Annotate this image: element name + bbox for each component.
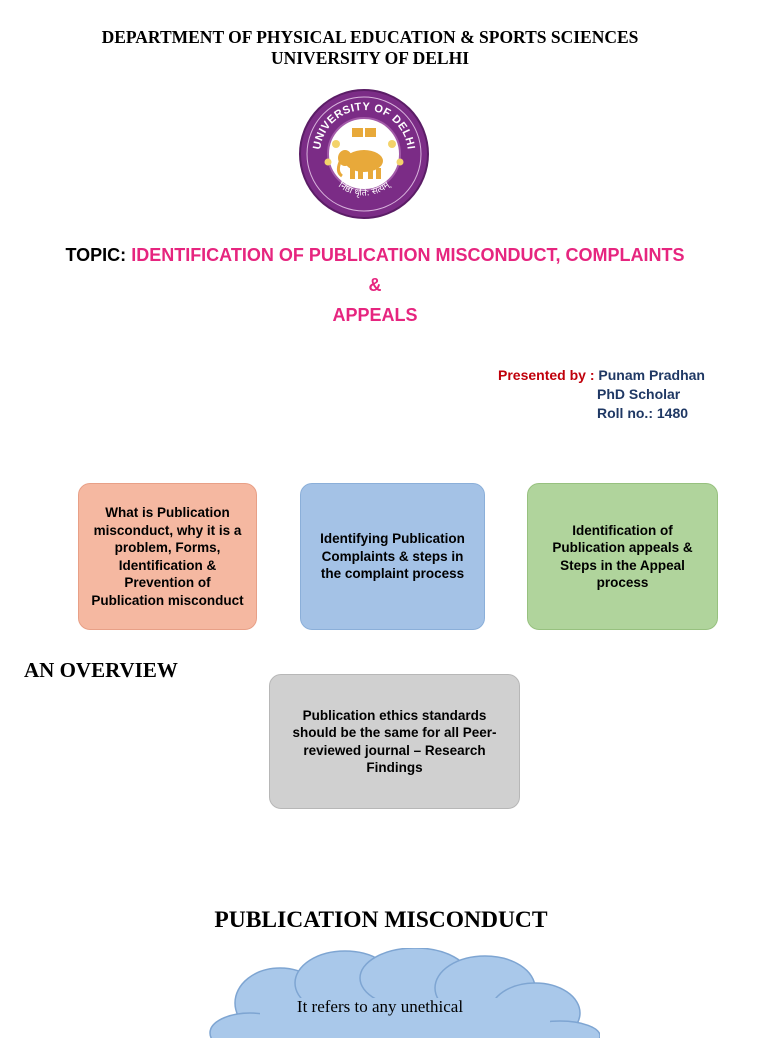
topic-box-appeals: Identification of Publication appeals & …: [527, 483, 718, 630]
presenter-label: Presented by :: [498, 367, 595, 383]
department-header: DEPARTMENT OF PHYSICAL EDUCATION & SPORT…: [0, 27, 740, 69]
overview-heading: AN OVERVIEW: [24, 658, 178, 682]
university-seal-logo: UNIVERSITY OF DELHI निष्ठा धृति: सत्यम्: [299, 89, 429, 219]
definition-cloud-shape: [209, 948, 600, 1038]
presenter-roll: Roll no.: 1480: [597, 405, 689, 421]
topic-line-1: IDENTIFICATION OF PUBLICATION MISCONDUCT…: [131, 245, 685, 265]
presenter-name: Punam Pradhan: [598, 367, 705, 383]
topic-box-appeals-text: Identification of Publication appeals & …: [552, 522, 693, 591]
university-title: UNIVERSITY OF DELHI: [270, 48, 470, 68]
department-title: DEPARTMENT OF PHYSICAL EDUCATION & SPORT…: [101, 27, 639, 47]
topic-box-complaints-text: Identifying Publication Complaints & ste…: [320, 531, 465, 582]
topic-line-2: &: [368, 275, 382, 295]
misconduct-heading: PUBLICATION MISCONDUCT: [214, 907, 548, 933]
topic-label: TOPIC:: [65, 245, 127, 265]
overview-box-text: Publication ethics standards should be t…: [292, 707, 497, 776]
definition-cloud-text: It refers to any unethical: [296, 997, 464, 1016]
topic-box-complaints: Identifying Publication Complaints & ste…: [300, 483, 485, 630]
topic-title: TOPIC: IDENTIFICATION OF PUBLICATION MIS…: [0, 240, 750, 330]
presenter-block: Presented by : Punam Pradhan PhD Scholar…: [498, 366, 705, 423]
topic-box-misconduct-text: What is Publication misconduct, why it i…: [91, 505, 244, 608]
overview-box: Publication ethics standards should be t…: [269, 674, 520, 809]
topic-line-3: APPEALS: [332, 305, 418, 325]
presenter-role: PhD Scholar: [597, 386, 681, 402]
topic-box-misconduct: What is Publication misconduct, why it i…: [78, 483, 257, 630]
